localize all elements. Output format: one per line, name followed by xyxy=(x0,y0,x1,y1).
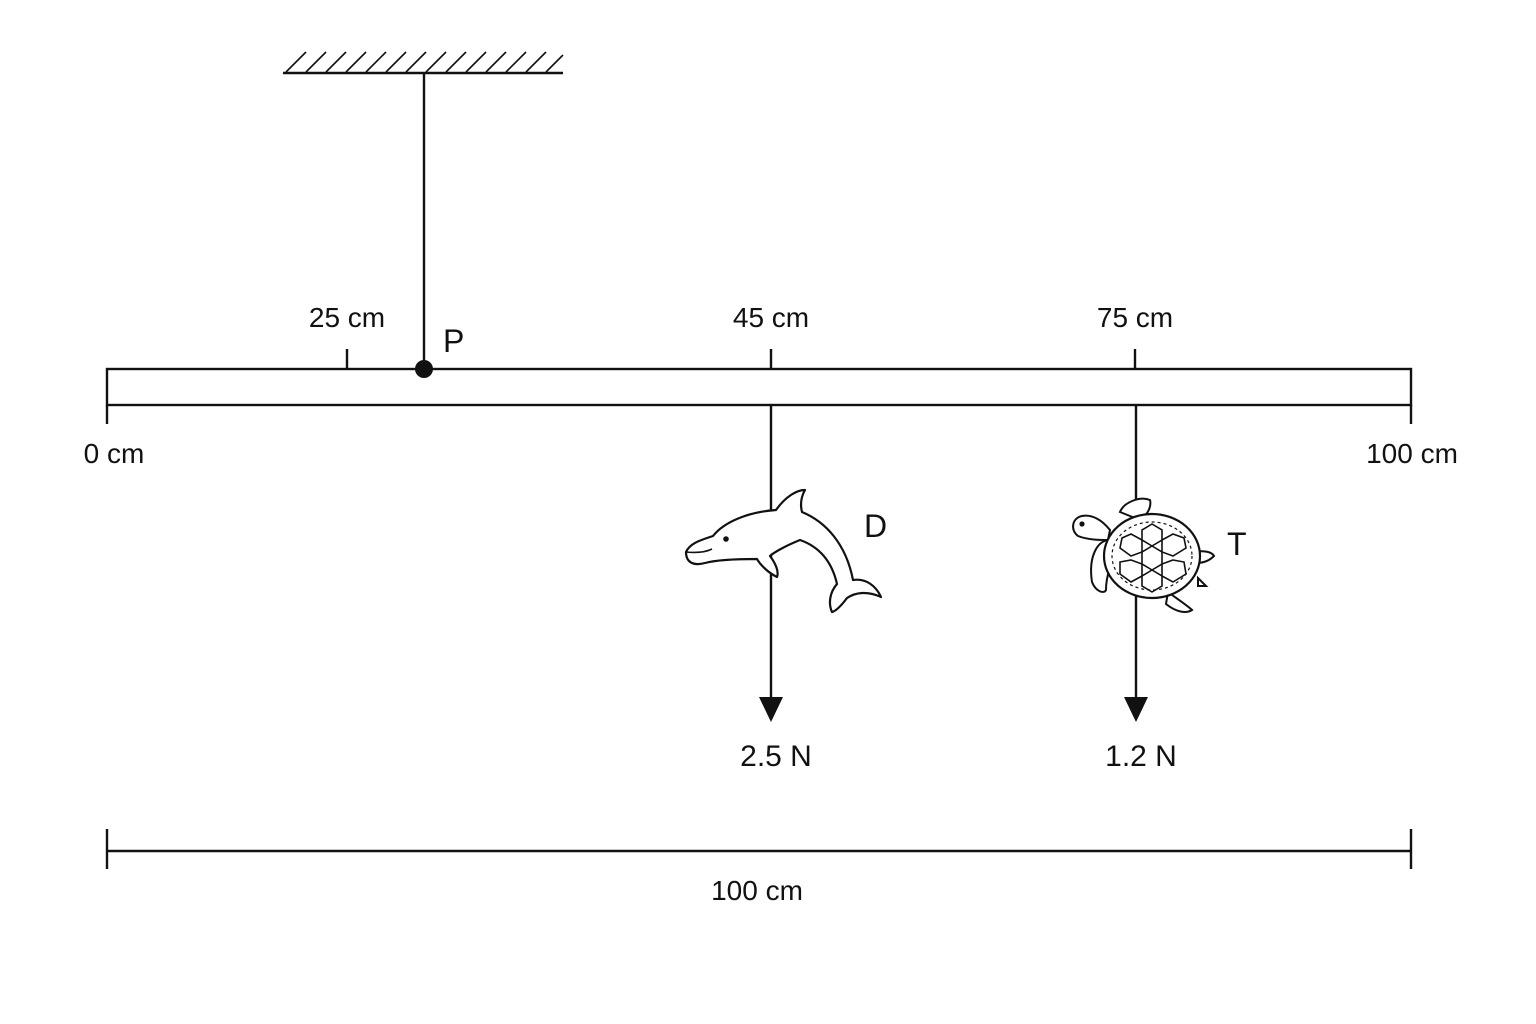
label-tick-45: 45 cm xyxy=(733,302,809,333)
label-force-turtle: 1.2 N xyxy=(1105,740,1177,773)
label-tick-75: 75 cm xyxy=(1097,302,1173,333)
label-turtle: T xyxy=(1227,526,1247,562)
label-pivot: P xyxy=(443,323,464,359)
label-left-end: 0 cm xyxy=(84,438,145,469)
label-right-end: 100 cm xyxy=(1366,438,1458,469)
label-tick-25: 25 cm xyxy=(309,302,385,333)
meter-beam xyxy=(105,367,1413,407)
dimension-line xyxy=(105,829,1413,869)
label-dolphin: D xyxy=(864,508,887,544)
turtle-icon xyxy=(1072,497,1216,613)
label-force-dolphin: 2.5 N xyxy=(740,740,812,773)
ceiling-support xyxy=(283,51,564,75)
pivot-point xyxy=(415,360,433,378)
dolphin-icon xyxy=(684,488,883,614)
label-dimension: 100 cm xyxy=(711,875,803,906)
